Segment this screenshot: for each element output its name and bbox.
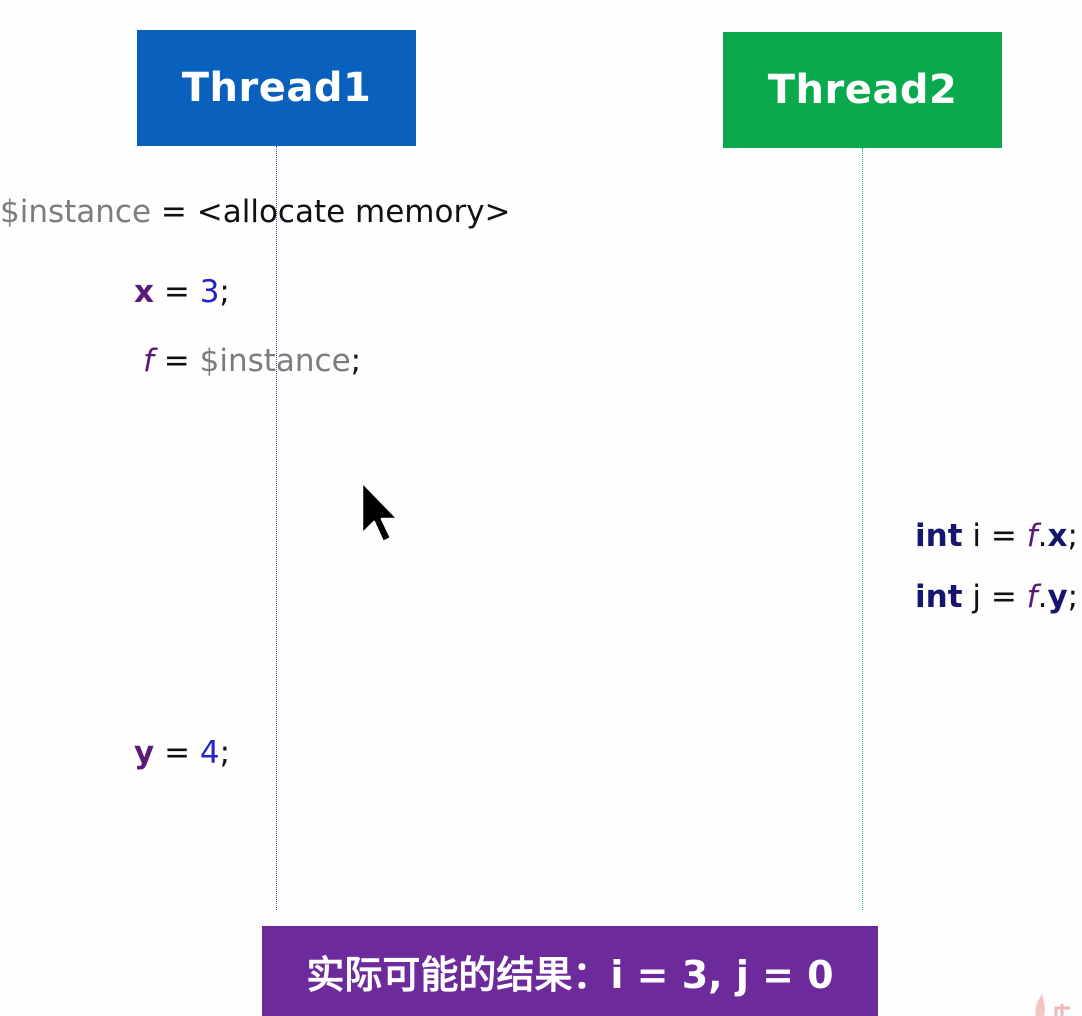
x-var: x [134,274,154,310]
y-field: y [1047,579,1068,615]
thread1-timeline [276,146,277,910]
mouse-pointer-icon [360,480,400,544]
thread2-label: Thread2 [767,67,958,113]
code-line-allocate: $instance = <allocate memory> [0,197,511,228]
semicolon: ; [350,343,362,379]
dot: . [1037,518,1048,554]
code-line-x-assign: x = 3; [134,277,230,308]
assign-op: = [153,343,200,379]
i-declaration: i = [962,518,1027,554]
watermark-fragment-icon [1035,994,1070,1016]
x-value: 3 [199,274,220,310]
thread2-timeline [862,148,863,910]
semicolon: ; [1067,579,1079,615]
instance-var: $instance [0,194,152,230]
y-var: y [134,735,155,771]
j-declaration: j = [962,579,1027,615]
dot: . [1037,579,1048,615]
x-field: x [1047,518,1068,554]
semicolon: ; [1067,518,1078,554]
allocate-expr: <allocate memory> [196,194,511,230]
result-banner: 实际可能的结果：i = 3, j = 0 [262,926,878,1016]
code-line-read-j: int j = f.y; [915,582,1078,613]
semicolon: ; [219,735,231,771]
assign-op: = [154,735,200,771]
f-ref: f [1026,579,1038,615]
thread1-label: Thread1 [181,65,372,111]
thread2-header: Thread2 [723,32,1002,148]
code-line-f-assign: f = $instance; [143,346,361,377]
thread1-header: Thread1 [137,30,416,146]
f-ref: f [1026,518,1038,554]
int-keyword: int [915,518,963,554]
instance-ref: $instance [199,343,351,379]
int-keyword: int [915,579,963,615]
result-text: 实际可能的结果：i = 3, j = 0 [306,952,834,997]
f-var: f [143,343,154,379]
y-value: 4 [199,735,220,771]
assign-op: = [154,274,200,310]
semicolon: ; [219,274,230,310]
assign-op: = [151,194,197,230]
code-line-read-i: int i = f.x; [915,521,1078,552]
code-line-y-assign: y = 4; [134,738,230,769]
